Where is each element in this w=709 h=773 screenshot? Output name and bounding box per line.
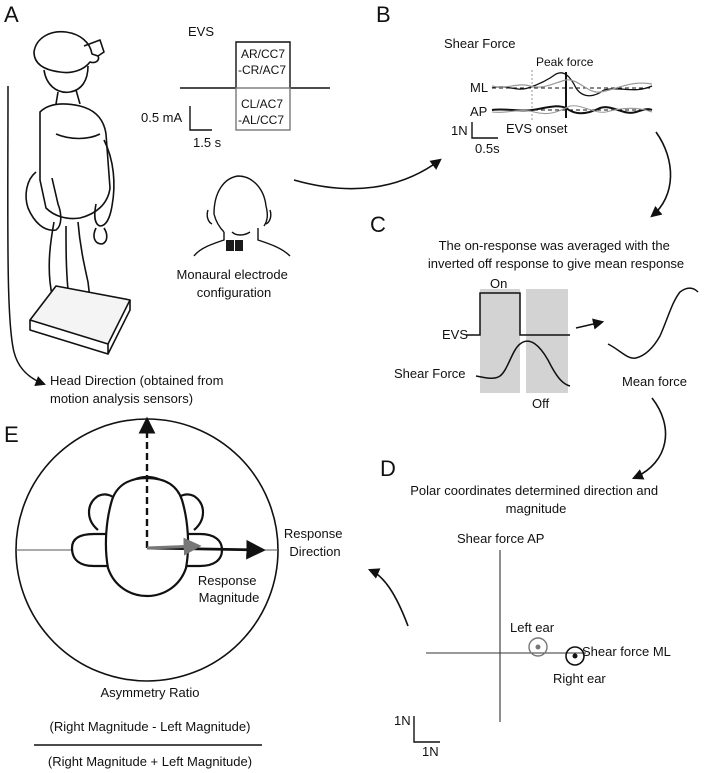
averaging-caption: The on-response was averaged with the in… [428, 238, 684, 271]
evs-box-top-text: AR/CC7 -CR/AC7 [238, 47, 288, 77]
evs-trace [466, 292, 570, 336]
shear-force-trace-label: Shear Force [394, 366, 466, 381]
electrode-head-illustration [193, 175, 291, 257]
evs-box-bottom-text: CL/AC7 -AL/CC7 [238, 97, 286, 127]
electrode-left [226, 240, 234, 251]
panel-label-d: D [380, 456, 396, 481]
ap-label: AP [470, 104, 487, 119]
standing-person-illustration [25, 30, 131, 355]
shear-scale-force: 1N [451, 123, 468, 138]
asymmetry-denominator: (Right Magnitude + Left Magnitude) [48, 754, 252, 769]
arrow-to-mean-force [575, 318, 605, 330]
arrow-d-to-e [367, 568, 409, 627]
polar-scale-x: 1N [422, 744, 439, 759]
left-ear-marker [528, 637, 548, 657]
panel-label-c: C [370, 212, 386, 237]
response-direction-label: Response Direction [284, 526, 346, 559]
evs-scale-bar [189, 106, 212, 131]
arrow-b-to-c [650, 131, 672, 218]
shear-scale-time: 0.5s [475, 141, 500, 156]
evs-stimulus-waveform [180, 41, 330, 131]
shear-force-title: Shear Force [444, 36, 516, 51]
response-magnitude-vector [146, 537, 202, 556]
left-ear-dot [535, 644, 541, 650]
shear-force-traces [491, 72, 653, 115]
head-direction-arrow [7, 85, 46, 386]
polar-scale-bar [413, 716, 440, 743]
ap-axis-label: Shear force AP [457, 531, 544, 546]
panel-label-e: E [4, 422, 19, 447]
panel-label-a: A [4, 2, 19, 27]
asymmetry-ratio-title: Asymmetry Ratio [101, 685, 200, 700]
right-ear-marker [565, 646, 585, 666]
evs-trace-label: EVS [442, 327, 468, 342]
shear-scale-bar [471, 122, 498, 139]
right-ear-dot [572, 653, 578, 659]
asymmetry-numerator: (Right Magnitude - Left Magnitude) [50, 719, 251, 734]
mean-force-label: Mean force [622, 374, 687, 389]
arrow-c-to-d [631, 397, 667, 480]
electrode-right [235, 240, 243, 251]
evs-onset-label: EVS onset [506, 121, 568, 136]
head-direction-caption: Head Direction (obtained from motion ana… [50, 373, 227, 406]
polar-caption: Polar coordinates determined direction a… [410, 483, 662, 516]
arrow-a-to-b [293, 158, 442, 190]
right-ear-label: Right ear [553, 671, 606, 686]
shear-force-trace [475, 340, 571, 387]
panel-label-b: B [376, 2, 391, 27]
evs-scale-time: 1.5 s [193, 135, 222, 150]
off-shaded-region [526, 289, 568, 393]
electrode-caption: Monaural electrode configuration [177, 267, 292, 300]
response-magnitude-label: Response Magnitude [198, 573, 260, 605]
mean-force-trace [607, 287, 699, 359]
polar-scale-y: 1N [394, 713, 411, 728]
ml-axis-label: Shear force ML [582, 644, 671, 659]
ml-label: ML [470, 80, 488, 95]
evs-scale-current: 0.5 mA [141, 110, 183, 125]
left-ear-label: Left ear [510, 620, 555, 635]
peak-force-label: Peak force [536, 55, 594, 69]
on-label: On [490, 276, 507, 291]
evs-title: EVS [188, 24, 214, 39]
off-label: Off [532, 396, 549, 411]
